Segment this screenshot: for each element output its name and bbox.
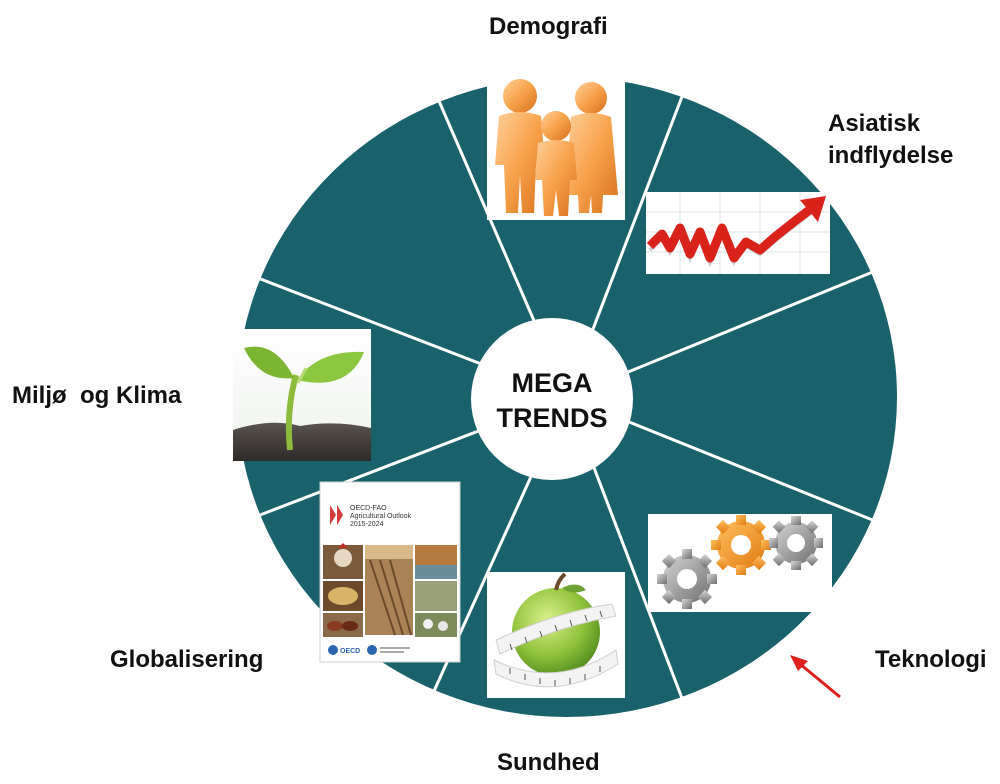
label-demografi: Demografi [489,13,608,40]
report-title-line1: OECD-FAO [350,505,387,512]
report-title-line2: Agricultural Outlook [350,513,412,520]
center-title-line2: TRENDS [496,403,607,433]
report-cover-icon: OECD-FAO Agricultural Outlook 2015-2024 … [319,481,461,663]
rising-arrow-graph-icon [646,192,830,274]
label-teknologi: Teknologi [875,646,987,673]
apple-measuring-tape-icon [487,572,625,698]
label-globalisering: Globalisering [110,646,264,673]
family-figures-icon [487,70,625,220]
pointer-arrow-icon [790,655,841,699]
label-miljo: Miljø og Klima [12,382,182,409]
gears-icon [648,514,832,612]
report-publisher: OECD [340,648,360,655]
label-asiatisk-line2: indflydelse [828,142,954,169]
label-sundhed: Sundhed [497,749,600,776]
center-title-line1: MEGA [512,368,593,398]
label-asiatisk-line1: Asiatisk [828,110,921,137]
report-title-line3: 2015-2024 [350,521,384,528]
center-circle [471,318,633,480]
seedling-icon [233,329,371,461]
